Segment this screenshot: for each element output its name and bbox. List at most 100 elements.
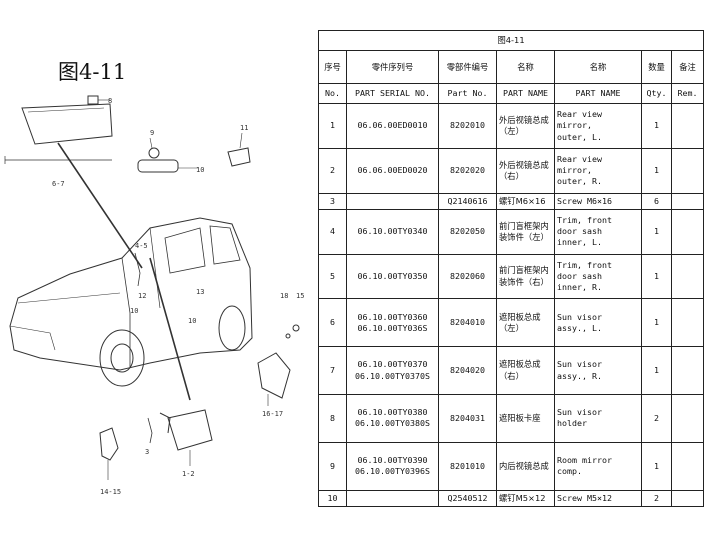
- row-qty: 1: [641, 253, 672, 300]
- row-no: 5: [318, 253, 347, 300]
- row-rem: [670, 208, 705, 255]
- row-serial: 06.10.00TY0360 06.10.00TY036S: [346, 298, 439, 348]
- row-name-en: Rear view mirror, outer, R.: [554, 147, 642, 194]
- header-part-cn: 零部件编号: [438, 50, 497, 84]
- row-part: 8202020: [438, 147, 497, 194]
- row-qty: 6: [641, 192, 672, 210]
- car-body-shape: [9, 217, 253, 371]
- row-serial: 06.10.00TY0340: [346, 208, 439, 255]
- row-no: 9: [318, 441, 347, 491]
- diagram-label-10: 10: [196, 166, 204, 174]
- row-name-en: Sun visor assy., L.: [554, 298, 642, 348]
- pad-shape: [227, 147, 251, 167]
- row-name-en: Sun visor holder: [554, 394, 642, 443]
- row-part: 8201010: [438, 441, 497, 491]
- header-serial-cn: 零件序列号: [346, 50, 439, 84]
- row-name-cn: 螺钉M6×16: [496, 192, 555, 210]
- row-serial: 06.10.00TY0390 06.10.00TY0396S: [346, 441, 439, 491]
- parts-table: 图4-11 序号 零件序列号 零部件编号 名称 名称 数量 备注 No. PAR…: [317, 29, 705, 508]
- row-serial: 06.10.00TY0350: [346, 253, 439, 300]
- row-name-en: Screw M6×16: [554, 192, 642, 210]
- row-name-cn: 内后视镜总成: [496, 441, 555, 491]
- row-no: 10: [318, 489, 347, 508]
- header-part-en: Part No.: [438, 82, 497, 105]
- table-caption: 图4-11: [317, 29, 705, 52]
- row-part: Q2140616: [438, 192, 497, 210]
- row-part: 8204010: [438, 298, 497, 348]
- row-name-en: Room mirror comp.: [554, 441, 642, 491]
- row-no: 8: [318, 394, 347, 443]
- diagram-label-15: 15: [296, 292, 304, 300]
- row-name-cn: 外后视镜总成（左）: [496, 103, 555, 149]
- row-serial: 06.06.00ED0020: [346, 147, 439, 194]
- row-no: 7: [318, 346, 347, 396]
- table-row: 10 Q2540512 螺钉M5×12 Screw M5×12 2: [318, 489, 705, 508]
- row-name-en: Trim, front door sash inner, R.: [554, 253, 642, 300]
- row-qty: 2: [641, 489, 672, 508]
- row-name-cn: 遮阳板卡座: [496, 394, 555, 443]
- diagram-label-9: 9: [150, 129, 154, 137]
- row-serial: [346, 192, 439, 210]
- row-name-en: Rear view mirror, outer, L.: [554, 103, 642, 149]
- header-rem-en: Rem.: [670, 82, 705, 105]
- header-no-cn: 序号: [318, 50, 347, 84]
- row-name-en: Sun visor assy., R.: [554, 346, 642, 396]
- visor-clip-shape: [87, 95, 99, 105]
- diagram-label-13: 13: [196, 288, 204, 296]
- row-qty: 1: [641, 208, 672, 255]
- row-no: 2: [318, 147, 347, 194]
- header-name-cn: 名称: [496, 50, 555, 84]
- row-name-cn: 外后视镜总成（右）: [496, 147, 555, 194]
- row-serial: 06.10.00TY0370 06.10.00TY0370S: [346, 346, 439, 396]
- row-no: 3: [318, 192, 347, 210]
- row-rem: [670, 346, 705, 396]
- diagram-label-11: 11: [240, 124, 248, 132]
- figure-label: 图4-11: [58, 60, 127, 84]
- diagram-label-18: 18: [280, 292, 288, 300]
- header-qty-cn: 数量: [641, 50, 672, 84]
- diagram-label-16-17: 16-17: [262, 410, 283, 418]
- outer-mirror-shape: [167, 409, 213, 451]
- row-rem: [670, 441, 705, 491]
- row-qty: 1: [641, 441, 672, 491]
- row-rem: [670, 298, 705, 348]
- bracket-shape: [99, 427, 119, 461]
- row-part: 8204031: [438, 394, 497, 443]
- diagram-label-10b: 10: [130, 307, 138, 315]
- row-name-cn: 前门盲框架内装饰件（右）: [496, 253, 555, 300]
- row-part: Q2540512: [438, 489, 497, 508]
- row-qty: 2: [641, 394, 672, 443]
- row-qty: 1: [641, 346, 672, 396]
- row-part: 8202010: [438, 103, 497, 149]
- table-row: 2 06.06.00ED0020 8202020 外后视镜总成（右） Rear …: [318, 147, 705, 194]
- parts-diagram: 8 9 11 10 6-7 4-5 12 10 13 10 18 15 16-1…: [4, 95, 304, 496]
- diagram-label-14-15: 14-15: [100, 488, 121, 496]
- header-row-cn: 序号 零件序列号 零部件编号 名称 名称 数量 备注: [318, 50, 705, 84]
- header-row-en: No. PART SERIAL NO. Part No. PART NAME P…: [318, 82, 705, 105]
- table-row: 9 06.10.00TY0390 06.10.00TY0396S 8201010…: [318, 441, 705, 491]
- header-no-en: No.: [318, 82, 347, 105]
- row-qty: 1: [641, 147, 672, 194]
- row-part: 8204020: [438, 346, 497, 396]
- diagram-label-12: 12: [138, 292, 146, 300]
- table-row: 7 06.10.00TY0370 06.10.00TY0370S 8204020…: [318, 346, 705, 396]
- header-name-en2: PART NAME: [554, 82, 642, 105]
- row-rem: [670, 147, 705, 194]
- mud-flap-shape: [257, 352, 291, 399]
- diagram-label-3: 3: [145, 448, 149, 456]
- header-name-en-cn: 名称: [554, 50, 642, 84]
- table-row: 1 06.06.00ED0010 8202010 外后视镜总成（左） Rear …: [318, 103, 705, 149]
- diagram-label-1-2: 1-2: [182, 470, 195, 478]
- table-row: 5 06.10.00TY0350 8202060 前门盲框架内装饰件（右） Tr…: [318, 253, 705, 300]
- row-name-cn: 前门盲框架内装饰件（左）: [496, 208, 555, 255]
- row-rem: [670, 489, 705, 508]
- row-rem: [670, 394, 705, 443]
- room-mirror-shape: [137, 159, 179, 173]
- row-part: 8202060: [438, 253, 497, 300]
- row-part: 8202050: [438, 208, 497, 255]
- table-row: 3 Q2140616 螺钉M6×16 Screw M6×16 6: [318, 192, 705, 210]
- row-rem: [670, 192, 705, 210]
- diagram-label-6-7: 6-7: [52, 180, 65, 188]
- row-serial: [346, 489, 439, 508]
- header-name-en: PART NAME: [496, 82, 555, 105]
